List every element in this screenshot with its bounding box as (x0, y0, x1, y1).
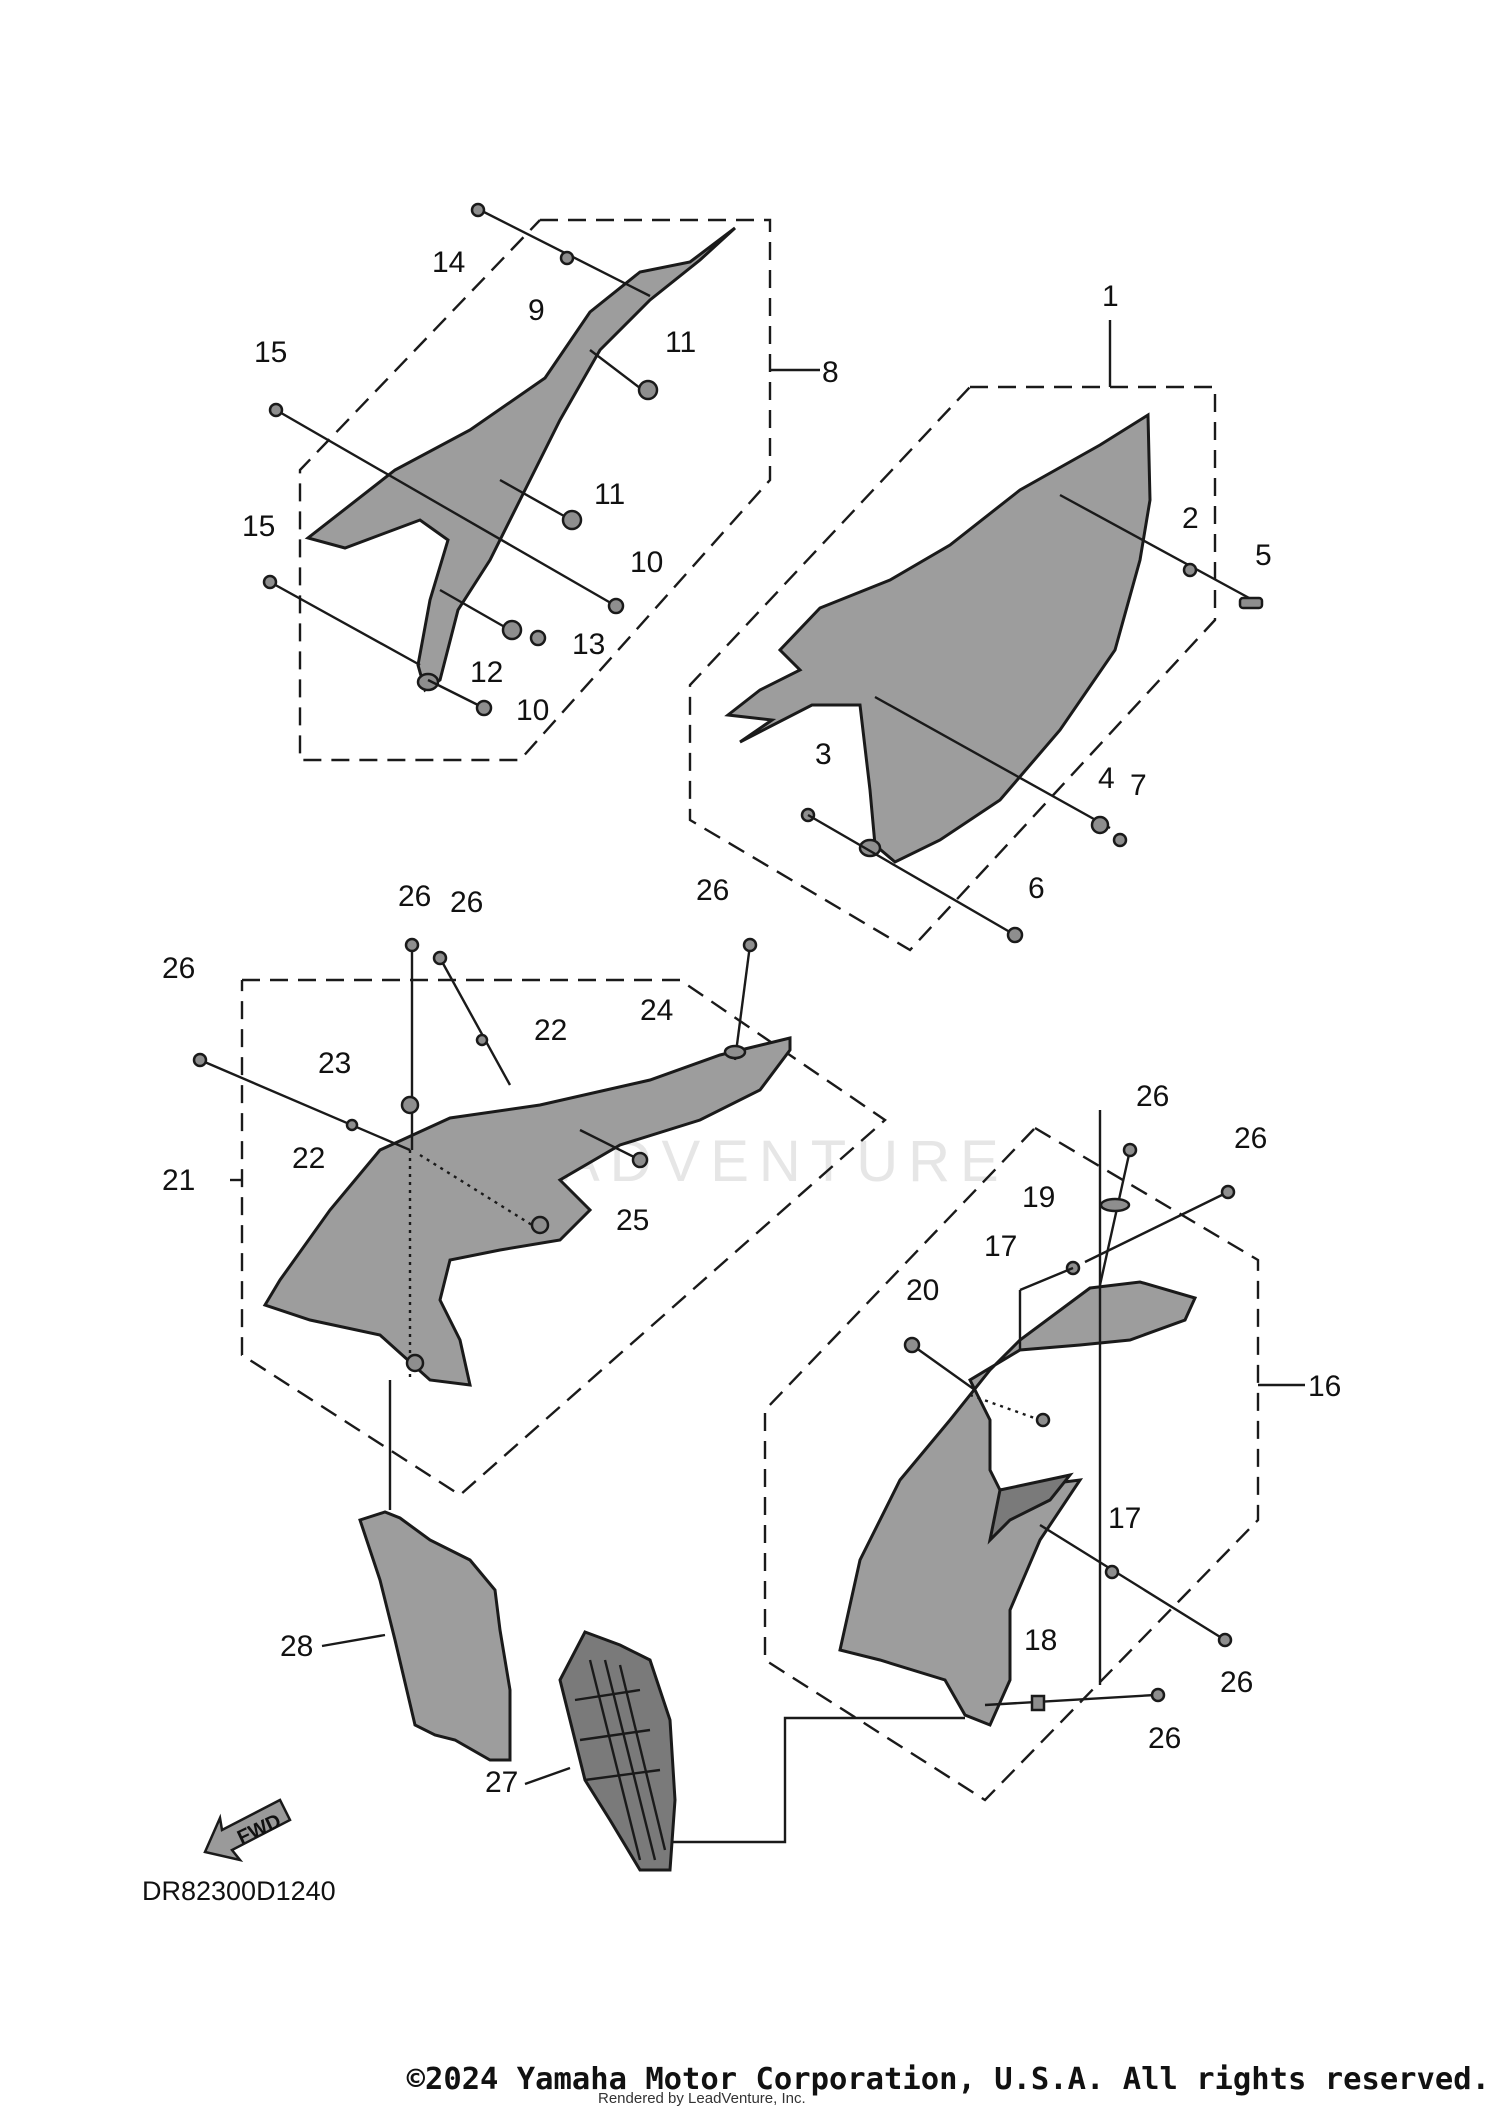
callout-4: 4 (1098, 762, 1115, 795)
part-26-bolt-d[interactable] (742, 937, 758, 953)
part-5-bolt[interactable] (1238, 596, 1264, 610)
part-14-bolt[interactable] (470, 202, 486, 218)
part-12-grommet[interactable] (501, 619, 523, 641)
callout-16: 16 (1308, 1370, 1341, 1403)
part-26-bolt-g[interactable] (1217, 1632, 1233, 1648)
part-28-inner-panel[interactable] (358, 1510, 512, 1762)
fwd-arrow-icon: FWD (203, 1798, 292, 1863)
copyright-notice: ©2024 Yamaha Motor Corporation, U.S.A. A… (406, 2062, 1490, 2097)
callout-26a: 26 (398, 880, 431, 913)
assembly-1 (688, 320, 1264, 952)
rendered-by-note: Rendered by LeadVenture, Inc. (598, 2090, 806, 2107)
group-1-boundary (688, 385, 1217, 952)
group-8-boundary (298, 218, 772, 762)
callout-9: 9 (528, 294, 545, 327)
callout-24: 24 (640, 994, 673, 1027)
part-6-bolt[interactable] (1006, 926, 1024, 944)
callout-labels: 1 2 3 4 5 6 7 8 9 10 10 11 11 12 13 14 1… (162, 246, 1341, 1799)
part-19-grommet[interactable] (1099, 1197, 1131, 1213)
part-4-grommet[interactable] (1090, 815, 1110, 835)
callout-26g: 26 (1220, 1666, 1253, 1699)
part-26-bolt-h[interactable] (1150, 1687, 1166, 1703)
callout-26f: 26 (1234, 1122, 1267, 1155)
callout-2: 2 (1182, 502, 1199, 535)
callout-3: 3 (815, 738, 832, 771)
part-24-grommet[interactable] (723, 1044, 747, 1060)
part-22b-washer[interactable] (345, 1118, 359, 1132)
part-21-cowling[interactable] (262, 1036, 792, 1387)
callout-13: 13 (572, 628, 605, 661)
callout-22b: 22 (292, 1142, 325, 1175)
part-10a-washer[interactable] (607, 597, 625, 615)
part-27-duct[interactable] (558, 1630, 677, 1872)
group-16-boundary (763, 1126, 1260, 1802)
part-15a-bolt[interactable] (268, 402, 284, 418)
part-26-bolt-b[interactable] (432, 950, 448, 966)
callout-25: 25 (616, 1204, 649, 1237)
callout-11b: 11 (594, 478, 625, 511)
part-26-bolt-e[interactable] (1122, 1142, 1138, 1158)
callout-12: 12 (470, 656, 503, 689)
callout-15b: 15 (242, 510, 275, 543)
part-22-washer[interactable] (475, 1033, 489, 1047)
part-15b-bolt[interactable] (262, 574, 278, 590)
callout-8: 8 (822, 356, 839, 389)
callout-10b: 10 (516, 694, 549, 727)
part-26-bolt-f[interactable] (1220, 1184, 1236, 1200)
part-23-grommet[interactable] (400, 1095, 420, 1115)
part-7-screw[interactable] (1112, 832, 1128, 848)
part-8-bracket[interactable] (304, 226, 737, 693)
assembly-8 (262, 202, 820, 762)
part-11a-grommet[interactable] (637, 379, 659, 401)
callout-26b: 26 (450, 886, 483, 919)
assembly-16 (660, 1126, 1305, 1844)
callout-21: 21 (162, 1164, 195, 1197)
assembly-21 (192, 937, 887, 1510)
callout-18: 18 (1024, 1624, 1057, 1657)
part-25-nut[interactable] (631, 1151, 649, 1169)
part-11b-grommet[interactable] (561, 509, 583, 531)
part-18-collar[interactable] (1030, 1694, 1046, 1712)
part-13-nut[interactable] (529, 629, 547, 647)
callout-26c: 26 (162, 952, 195, 985)
part-26-bolt-c[interactable] (192, 1052, 208, 1068)
callout-28: 28 (280, 1630, 313, 1663)
callout-7: 7 (1130, 769, 1147, 802)
callout-10a: 10 (630, 546, 663, 579)
callout-17a: 17 (984, 1230, 1017, 1263)
group-21-boundary (240, 978, 887, 1497)
callout-23: 23 (318, 1047, 351, 1080)
part-17b-washer[interactable] (1104, 1564, 1120, 1580)
callout-26h: 26 (1148, 1722, 1181, 1755)
callout-5: 5 (1255, 539, 1272, 572)
callout-11a: 11 (665, 326, 696, 359)
part-1-side-panel[interactable] (724, 412, 1152, 864)
part-10b-washer[interactable] (475, 699, 493, 717)
callout-19: 19 (1022, 1181, 1055, 1214)
callout-22a: 22 (534, 1014, 567, 1047)
callout-20: 20 (906, 1274, 939, 1307)
callout-14: 14 (432, 246, 465, 279)
callout-6: 6 (1028, 872, 1045, 905)
diagram-code: DR82300D1240 (142, 1876, 336, 1906)
part-2-washer[interactable] (1182, 562, 1198, 578)
part-9-washer[interactable] (559, 250, 575, 266)
callout-17b: 17 (1108, 1502, 1141, 1535)
part-26-bolt[interactable] (404, 937, 420, 953)
part-20-nut[interactable] (903, 1336, 921, 1354)
callout-1: 1 (1102, 280, 1119, 313)
callout-15a: 15 (254, 336, 287, 369)
callout-26e: 26 (1136, 1080, 1169, 1113)
callout-26d: 26 (696, 874, 729, 907)
callout-27: 27 (485, 1766, 518, 1799)
